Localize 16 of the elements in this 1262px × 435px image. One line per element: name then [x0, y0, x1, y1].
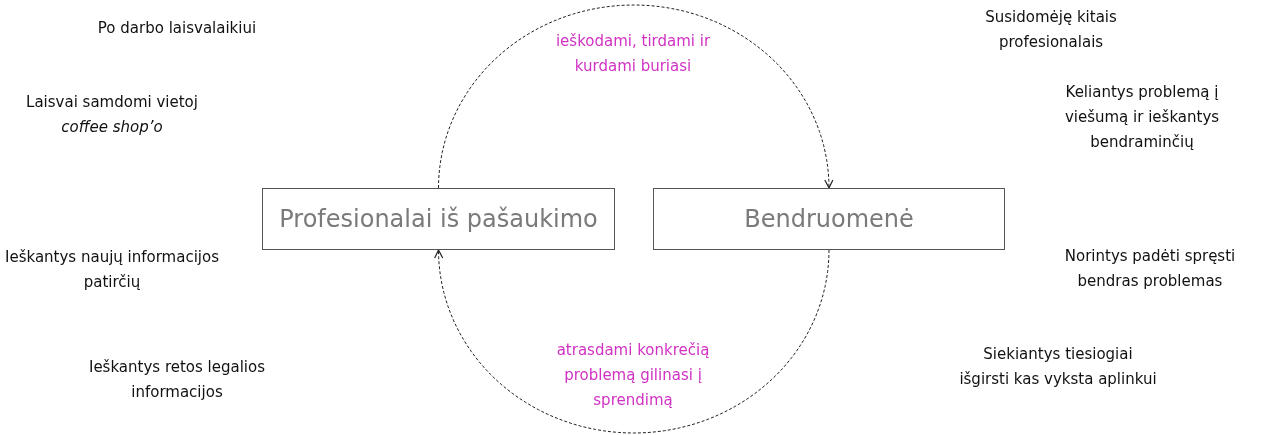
edge-label: ieškodami, tirdami ir kurdami buriasi [554, 31, 712, 77]
node-label: Profesionalai iš pašaukimo [279, 205, 598, 233]
edge-label: atrasdami konkrečią problemą gilinasi į sprendimą [555, 340, 711, 411]
note-text: Susidomėję kitais profesionalais [984, 7, 1118, 53]
note-text: Ieškantys naujų informacijos patirčių [4, 247, 220, 293]
note-text: Laisvai samdomi vietoj coffee shop’o [25, 92, 199, 138]
curved-arrow [434, 249, 830, 434]
note-text: Norintys padėti spręsti bendras problemas [1063, 246, 1237, 292]
note-text: Po darbo laisvalaikiui [96, 18, 258, 39]
curved-arrow [438, 4, 834, 189]
note-text: Ieškantys retos legalios informacijos [87, 357, 267, 403]
note-text: Keliantys problemą į viešumą ir ieškantys bendraminčių [1063, 82, 1221, 153]
node-label: Bendruomenė [744, 205, 914, 233]
text-box [653, 188, 1005, 250]
text-box [262, 188, 615, 250]
note-text: Siekiantys tiesiogiai išgirsti kas vyksta aplinkui [958, 344, 1158, 390]
